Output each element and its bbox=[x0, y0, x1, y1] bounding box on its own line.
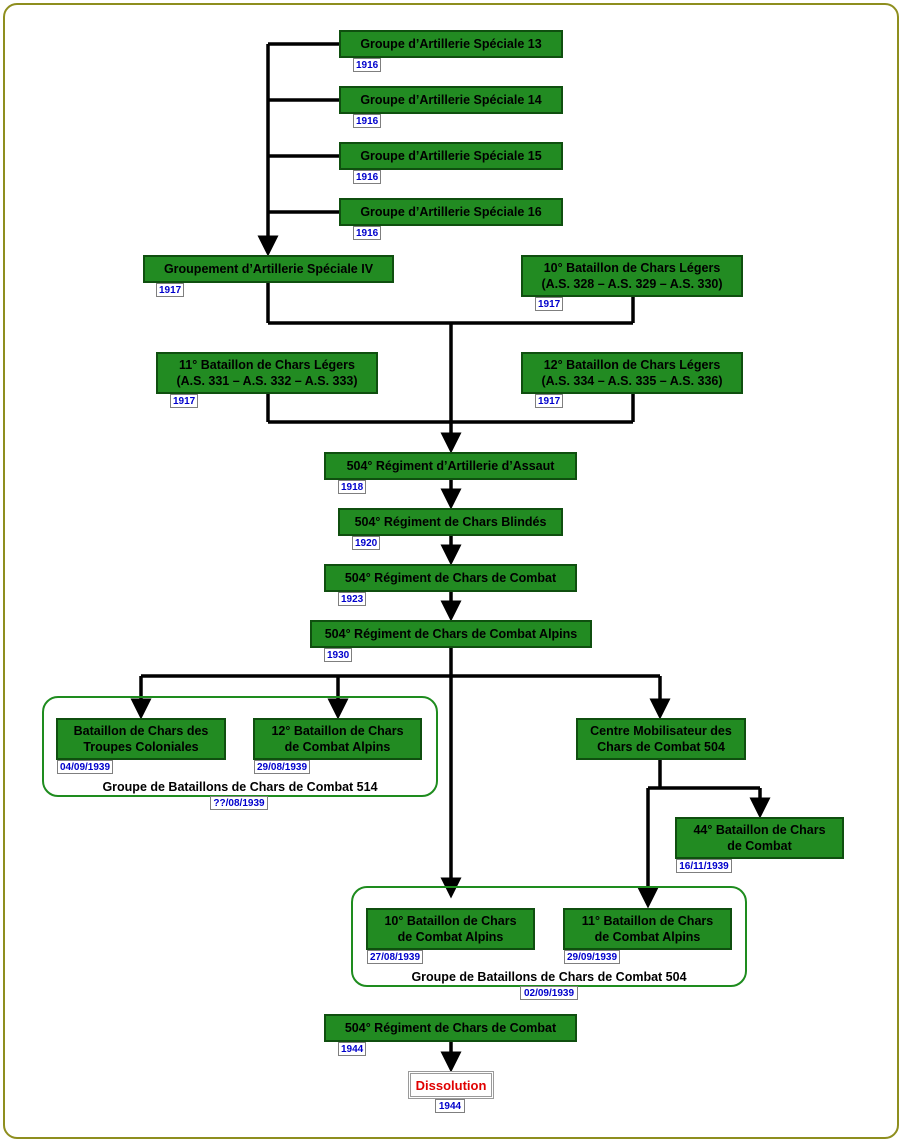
node-dissolution: Dissolution bbox=[408, 1071, 494, 1099]
date-gas15: 1916 bbox=[353, 170, 381, 184]
node-raa504: 504° Régiment d’Artillerie d’Assaut bbox=[324, 452, 577, 480]
group-gbcc504-date: 02/09/1939 bbox=[520, 986, 578, 1000]
node-rcca504: 504° Régiment de Chars de Combat Alpins bbox=[310, 620, 592, 648]
date-bcca11: 29/09/1939 bbox=[564, 950, 620, 964]
date-gas13: 1916 bbox=[353, 58, 381, 72]
node-bctc: Bataillon de Chars des Troupes Coloniale… bbox=[56, 718, 226, 760]
date-bcca10: 27/08/1939 bbox=[367, 950, 423, 964]
date-gas16: 1916 bbox=[353, 226, 381, 240]
node-gas16: Groupe d’Artillerie Spéciale 16 bbox=[339, 198, 563, 226]
node-bcl11: 11° Bataillon de Chars Légers (A.S. 331 … bbox=[156, 352, 378, 394]
node-gas13-label: Groupe d’Artillerie Spéciale 13 bbox=[360, 37, 542, 51]
date-raa504: 1918 bbox=[338, 480, 366, 494]
node-bcl11-label: 11° Bataillon de Chars Légers (A.S. 331 … bbox=[176, 358, 358, 388]
node-gas15: Groupe d’Artillerie Spéciale 15 bbox=[339, 142, 563, 170]
node-gas14-label: Groupe d’Artillerie Spéciale 14 bbox=[360, 93, 542, 107]
group-gbcc514-date: ??/08/1939 bbox=[210, 796, 268, 810]
node-cmcc504: Centre Mobilisateur des Chars de Combat … bbox=[576, 718, 746, 760]
date-dissolution: 1944 bbox=[435, 1099, 465, 1113]
node-bcca11-label: 11° Bataillon de Chars de Combat Alpins bbox=[581, 914, 714, 944]
date-rcc504b: 1944 bbox=[338, 1042, 366, 1056]
node-bcc44-label: 44° Bataillon de Chars de Combat bbox=[693, 823, 826, 853]
node-bctc-label: Bataillon de Chars des Troupes Coloniale… bbox=[73, 724, 209, 754]
node-bcl10-label: 10° Bataillon de Chars Légers (A.S. 328 … bbox=[541, 261, 723, 291]
date-bcl10: 1917 bbox=[535, 297, 563, 311]
node-bcl12: 12° Bataillon de Chars Légers (A.S. 334 … bbox=[521, 352, 743, 394]
node-rcc504a: 504° Régiment de Chars de Combat bbox=[324, 564, 577, 592]
node-bcca10: 10° Bataillon de Chars de Combat Alpins bbox=[366, 908, 535, 950]
date-gas14: 1916 bbox=[353, 114, 381, 128]
node-gas14: Groupe d’Artillerie Spéciale 14 bbox=[339, 86, 563, 114]
node-gas13: Groupe d’Artillerie Spéciale 13 bbox=[339, 30, 563, 58]
node-rcc504b-label: 504° Régiment de Chars de Combat bbox=[344, 1021, 557, 1035]
node-rcca504-label: 504° Régiment de Chars de Combat Alpins bbox=[324, 627, 578, 641]
node-gasiv-label: Groupement d’Artillerie Spéciale IV bbox=[163, 262, 374, 276]
date-rcc504a: 1923 bbox=[338, 592, 366, 606]
node-bcca11: 11° Bataillon de Chars de Combat Alpins bbox=[563, 908, 732, 950]
node-rcc504a-label: 504° Régiment de Chars de Combat bbox=[344, 571, 557, 585]
node-rcb504-label: 504° Régiment de Chars Blindés bbox=[354, 515, 547, 529]
node-bcca12: 12° Bataillon de Chars de Combat Alpins bbox=[253, 718, 422, 760]
date-bctc: 04/09/1939 bbox=[57, 760, 113, 774]
date-bcl11: 1917 bbox=[170, 394, 198, 408]
node-bcca10-label: 10° Bataillon de Chars de Combat Alpins bbox=[384, 914, 517, 944]
node-rcb504: 504° Régiment de Chars Blindés bbox=[338, 508, 563, 536]
node-rcc504b: 504° Régiment de Chars de Combat bbox=[324, 1014, 577, 1042]
node-bcl10: 10° Bataillon de Chars Légers (A.S. 328 … bbox=[521, 255, 743, 297]
date-bcc44: 16/11/1939 bbox=[676, 859, 732, 873]
node-raa504-label: 504° Régiment d’Artillerie d’Assaut bbox=[346, 459, 555, 473]
date-bcl12: 1917 bbox=[535, 394, 563, 408]
date-rcca504: 1930 bbox=[324, 648, 352, 662]
date-bcca12: 29/08/1939 bbox=[254, 760, 310, 774]
group-gbcc504-label: Groupe de Bataillons de Chars de Combat … bbox=[411, 970, 687, 984]
date-rcb504: 1920 bbox=[352, 536, 380, 550]
node-dissolution-label: Dissolution bbox=[415, 1077, 487, 1093]
node-bcc44: 44° Bataillon de Chars de Combat bbox=[675, 817, 844, 859]
node-gas16-label: Groupe d’Artillerie Spéciale 16 bbox=[360, 205, 542, 219]
date-gasiv: 1917 bbox=[156, 283, 184, 297]
node-bcca12-label: 12° Bataillon de Chars de Combat Alpins bbox=[271, 724, 404, 754]
node-cmcc504-label: Centre Mobilisateur des Chars de Combat … bbox=[590, 724, 732, 754]
node-bcl12-label: 12° Bataillon de Chars Légers (A.S. 334 … bbox=[541, 358, 723, 388]
node-gas15-label: Groupe d’Artillerie Spéciale 15 bbox=[360, 149, 542, 163]
node-gasiv: Groupement d’Artillerie Spéciale IV bbox=[143, 255, 394, 283]
group-gbcc514-label: Groupe de Bataillons de Chars de Combat … bbox=[102, 780, 378, 794]
